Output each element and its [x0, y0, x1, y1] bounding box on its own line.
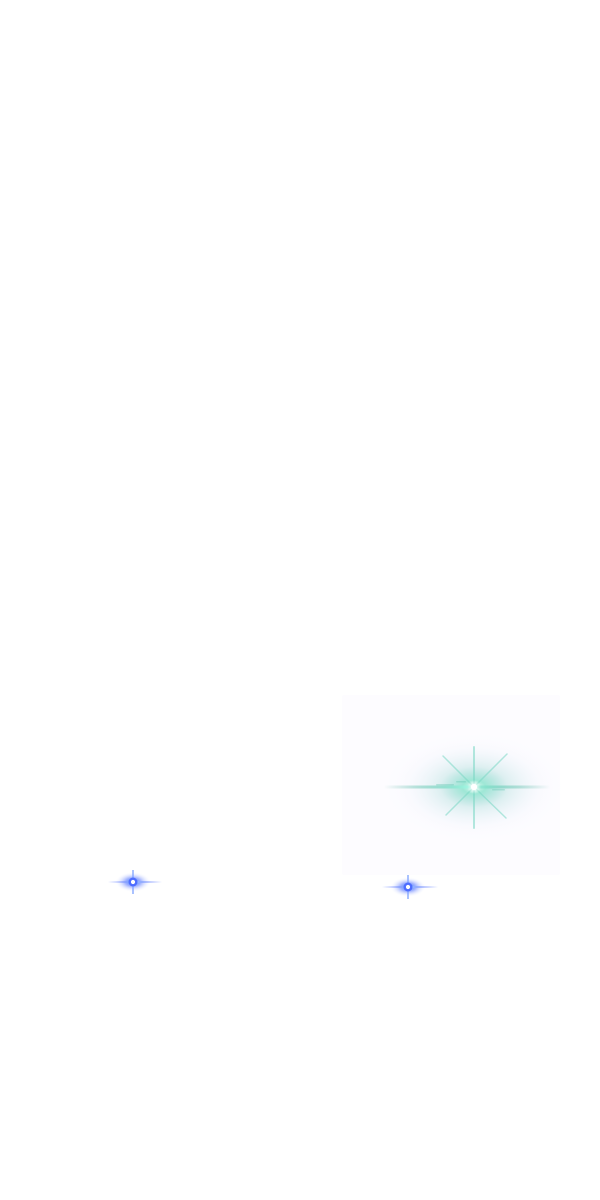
blue-sparkle-icon	[382, 875, 438, 899]
blue-sparkle-icon	[108, 870, 162, 894]
teal-lens-flare-icon	[378, 729, 570, 845]
